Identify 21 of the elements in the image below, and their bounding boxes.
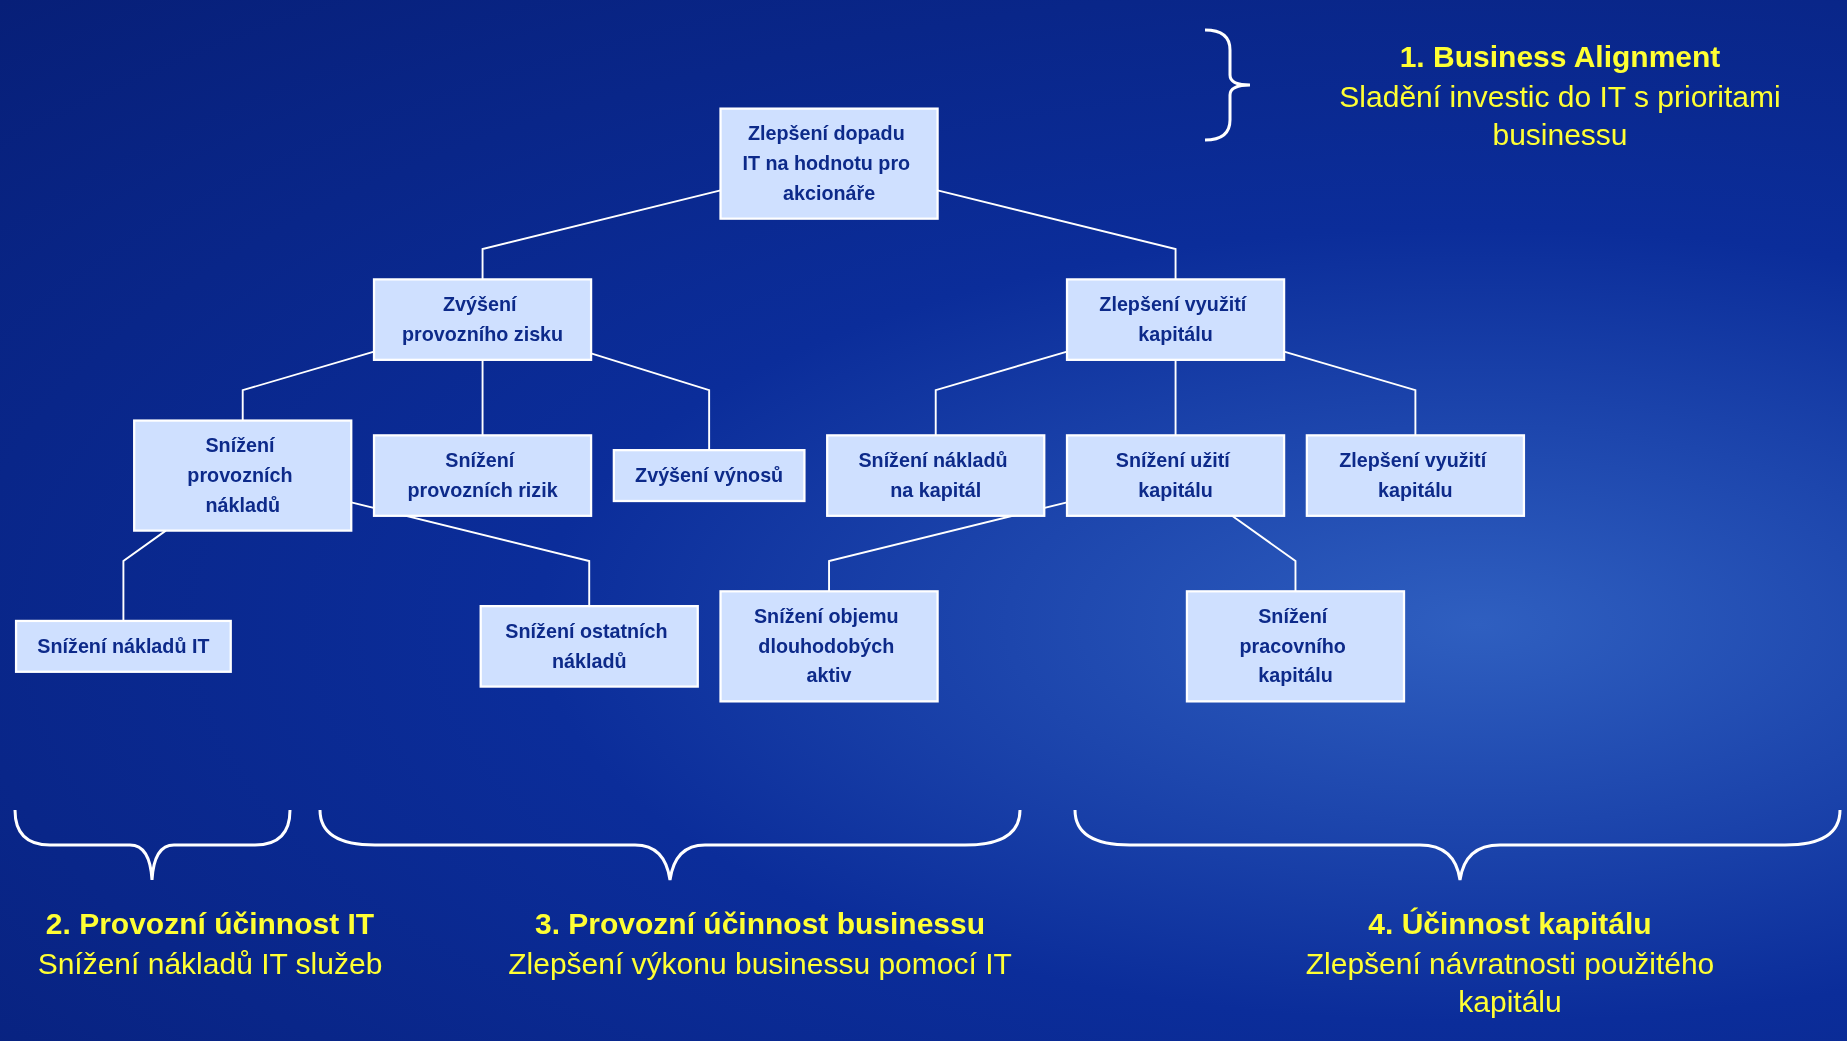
node-box: Snížení provozních nákladů xyxy=(133,419,353,532)
section-description: Zlepšení výkonu businessu pomocí IT xyxy=(507,946,1013,982)
node-box: Snížení provozních rizik xyxy=(372,434,593,517)
section-heading: 1. Business Alignment xyxy=(1398,39,1722,75)
section-description: Snížení nákladů IT služeb xyxy=(36,946,384,982)
node-box: Snížení pracovního kapitálu xyxy=(1185,590,1406,703)
node-box: Snížení nákladů IT xyxy=(14,619,232,673)
node-box: Zlepšení využití kapitálu xyxy=(1065,278,1286,361)
section-description: Zlepšení návratnosti použitého kapitálu xyxy=(1304,946,1716,1020)
node-box: Zvýšení provozního zisku xyxy=(372,278,593,361)
section-heading: 2. Provozní účinnost IT xyxy=(44,906,376,942)
node-box: Snížení objemu dlouhodobých aktiv xyxy=(719,590,939,703)
node-box: Snížení užití kapitálu xyxy=(1065,434,1286,517)
node-box: Zvýšení výnosů xyxy=(612,449,806,503)
section-heading: 3. Provozní účinnost businessu xyxy=(533,906,987,942)
node-box: Zlepšení dopadu IT na hodnotu pro akcionáře xyxy=(719,107,939,220)
node-box: Zlepšení využití kapitálu xyxy=(1305,434,1526,517)
node-box: Snížení nákladů na kapitál xyxy=(826,434,1046,517)
section-description: Sladění investic do IT s prioritami businessu xyxy=(1338,79,1782,153)
section-heading: 4. Účinnost kapitálu xyxy=(1367,906,1653,942)
node-box: Snížení ostatních nákladů xyxy=(479,605,699,688)
